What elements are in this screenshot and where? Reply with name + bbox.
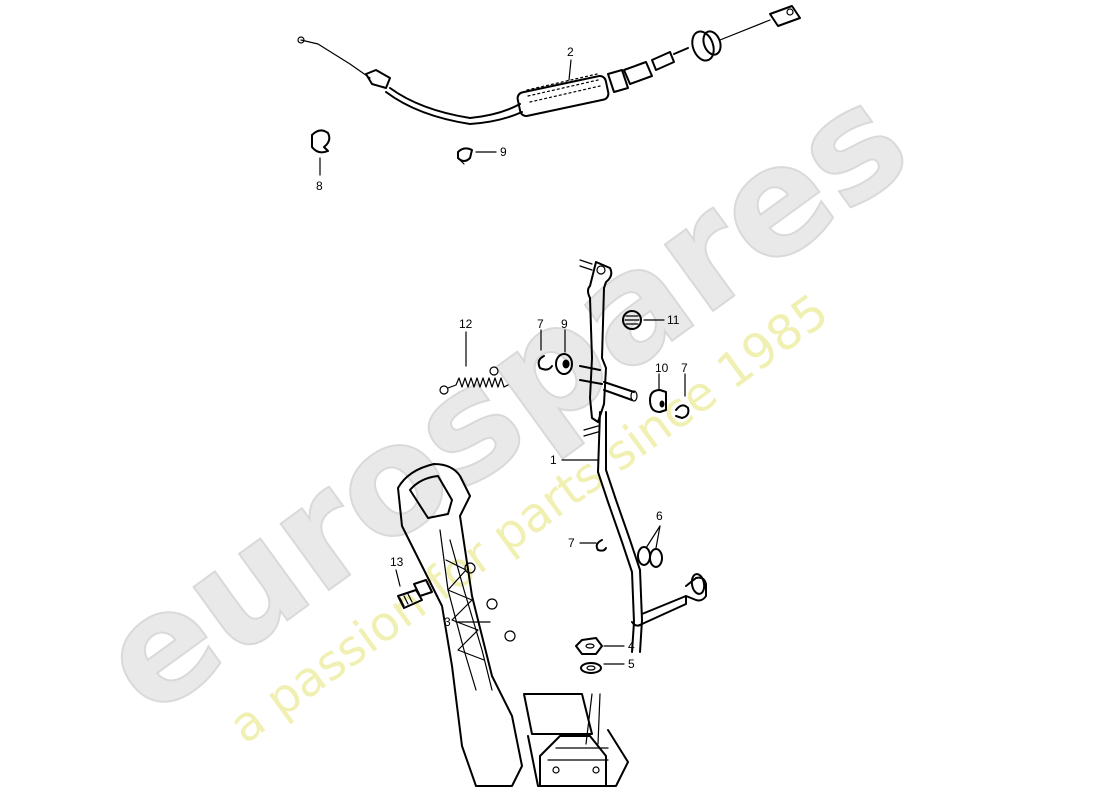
clip-11 bbox=[457, 147, 473, 165]
callout-10: 11 bbox=[667, 313, 680, 327]
callout-labels: 2 8 9 12 7 9 11 10 7 1 6 7 13 3 4 5 bbox=[316, 45, 688, 671]
clip-7a bbox=[537, 355, 553, 371]
callout-11: 9 bbox=[500, 145, 507, 159]
callout-9-upper-left: 9 bbox=[561, 317, 568, 331]
callout-2: 2 bbox=[567, 45, 574, 59]
nut-4 bbox=[575, 637, 603, 655]
return-spring bbox=[439, 366, 509, 395]
callout-6: 6 bbox=[656, 509, 663, 523]
callout-5: 5 bbox=[628, 657, 635, 671]
callout-7-upper-left: 7 bbox=[537, 317, 544, 331]
washers-6 bbox=[637, 546, 663, 568]
callout-7-right: 7 bbox=[681, 361, 688, 375]
bushing-9b bbox=[649, 389, 667, 413]
callout-1: 1 bbox=[550, 453, 557, 467]
accelerator-cable bbox=[297, 5, 801, 125]
rubber-buffer bbox=[622, 310, 642, 330]
callout-8: 8 bbox=[316, 179, 323, 193]
callout-4: 4 bbox=[628, 639, 635, 653]
callout-7-lower: 7 bbox=[568, 536, 575, 550]
bolt-13 bbox=[397, 579, 433, 609]
clip-7b bbox=[675, 404, 690, 419]
clip-8 bbox=[311, 129, 331, 154]
callout-leaders bbox=[319, 59, 686, 665]
washer-5 bbox=[580, 662, 602, 674]
accelerator-pedal bbox=[397, 463, 629, 787]
pedal-lever bbox=[579, 259, 707, 653]
callout-13: 13 bbox=[390, 555, 404, 569]
callout-12: 12 bbox=[459, 317, 473, 331]
callout-9-right: 10 bbox=[655, 361, 669, 375]
clip-7c bbox=[595, 539, 607, 552]
bushing-9a bbox=[555, 353, 573, 375]
callout-3: 3 bbox=[444, 615, 451, 629]
